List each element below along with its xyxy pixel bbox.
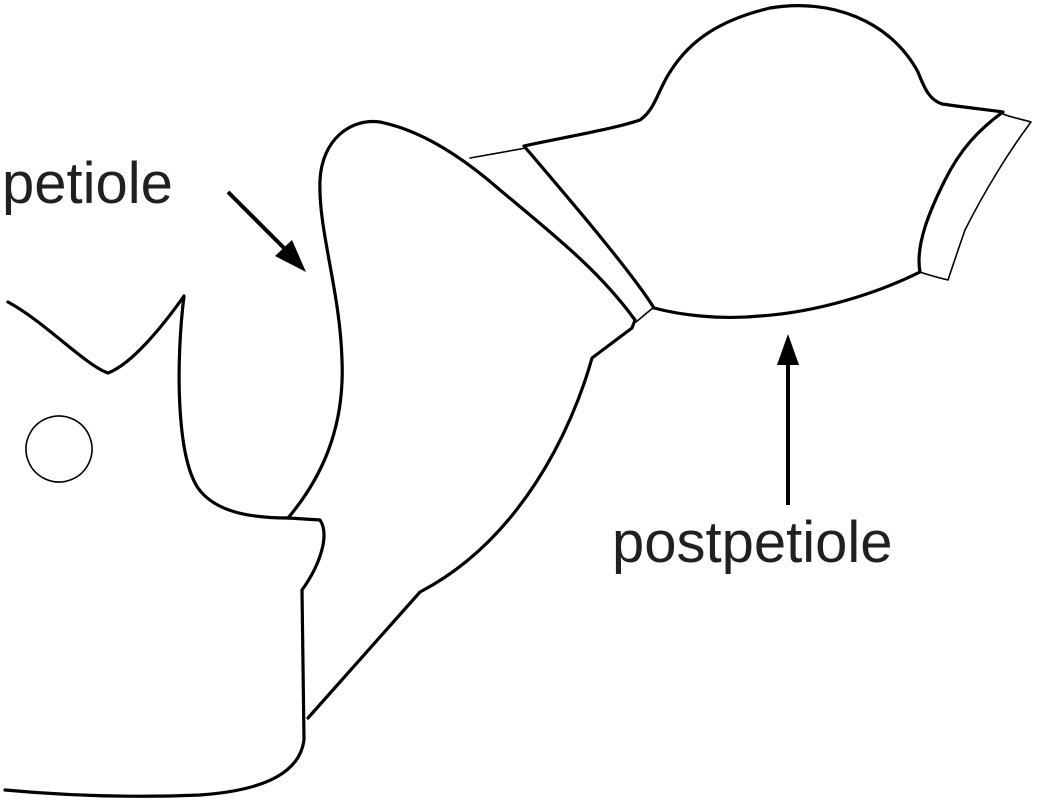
- postpetiole-arrowhead-icon: [777, 334, 799, 365]
- petiole-node-outline: [286, 119, 637, 720]
- propodeum-outline: [3, 294, 326, 798]
- gaster-edge-band: [919, 113, 1032, 281]
- spiracle-icon: [25, 415, 93, 483]
- petiole-label: petiole: [2, 151, 173, 216]
- petiole-arrow-line: [226, 190, 292, 256]
- postpetiole-label: postpetiole: [612, 510, 893, 575]
- postpetiole-outline: [522, 4, 1005, 320]
- connector-band: [469, 147, 655, 323]
- petiole-arrowhead-icon: [275, 240, 306, 272]
